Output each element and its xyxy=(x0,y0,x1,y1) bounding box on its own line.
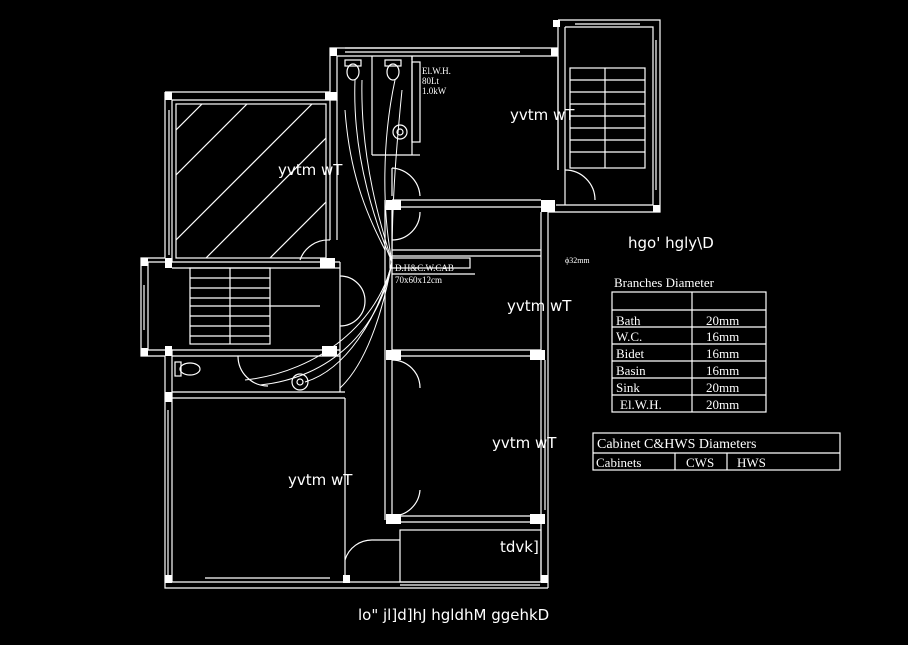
branches-row-4-fixture: Basin xyxy=(616,363,646,378)
cabinet-table-header-cabinets: Cabinets xyxy=(596,455,642,470)
cabinet-table-header-cws: CWS xyxy=(686,455,714,470)
cabinet-table-header-hws: HWS xyxy=(737,455,766,470)
cabinet-table-title: Cabinet C&HWS Diameters xyxy=(597,437,756,452)
windows xyxy=(143,23,657,586)
branches-row-2-diameter: 16mm xyxy=(706,329,739,344)
heater-label-line-1: El.W.H. xyxy=(422,66,451,76)
left-stair xyxy=(189,267,320,345)
branches-row-1-diameter: 20mm xyxy=(706,313,739,328)
plan-caption: lo" jl]d]hJ hgldhM ggehkD xyxy=(358,606,549,624)
room-label-lower-right: yvtm wT xyxy=(492,434,557,452)
right-stair xyxy=(569,67,646,169)
branches-row-2-fixture: W.C. xyxy=(616,329,642,344)
branches-table-grid xyxy=(611,291,767,413)
branches-table-title: Branches Diameter xyxy=(614,275,715,290)
room-label-upper-left: yvtm wT xyxy=(278,161,343,179)
legend-title: hgo' hgly\D xyxy=(628,234,714,252)
branches-row-5-diameter: 20mm xyxy=(706,380,739,395)
plan-text: yvtm wT yvtm wT yvtm wT yvtm wT yvtm wT … xyxy=(278,66,766,624)
branches-row-3-fixture: Bidet xyxy=(616,346,645,361)
fixtures xyxy=(174,59,471,391)
branches-row-5-fixture: Sink xyxy=(616,380,640,395)
cabinet-label-line-2: 70x60x12cm xyxy=(395,275,442,285)
doors xyxy=(237,167,596,561)
branches-row-6-diameter: 20mm xyxy=(706,397,739,412)
main-pipe-label: ϕ32mm xyxy=(565,256,590,265)
pipes xyxy=(244,79,403,389)
cabinet-label-line-1: D.H&C.W.CAB xyxy=(395,263,454,273)
branches-row-4-diameter: 16mm xyxy=(706,363,739,378)
branches-row-1-fixture: Bath xyxy=(616,313,641,328)
hatched-area xyxy=(175,103,327,259)
heater-label-line-2: 80Lt xyxy=(422,76,439,86)
column-markers xyxy=(141,20,660,583)
branches-row-3-diameter: 16mm xyxy=(706,346,739,361)
heater-label-line-3: 1.0kW xyxy=(422,86,447,96)
room-label-lower-left: yvtm wT xyxy=(288,471,353,489)
cabinet-table-grid xyxy=(592,432,841,471)
room-label-middle-right: yvtm wT xyxy=(507,297,572,315)
branches-row-6-fixture: El.W.H. xyxy=(620,397,662,412)
room-label-balcony: tdvk] xyxy=(500,538,539,556)
room-label-upper-right: yvtm wT xyxy=(510,106,575,124)
